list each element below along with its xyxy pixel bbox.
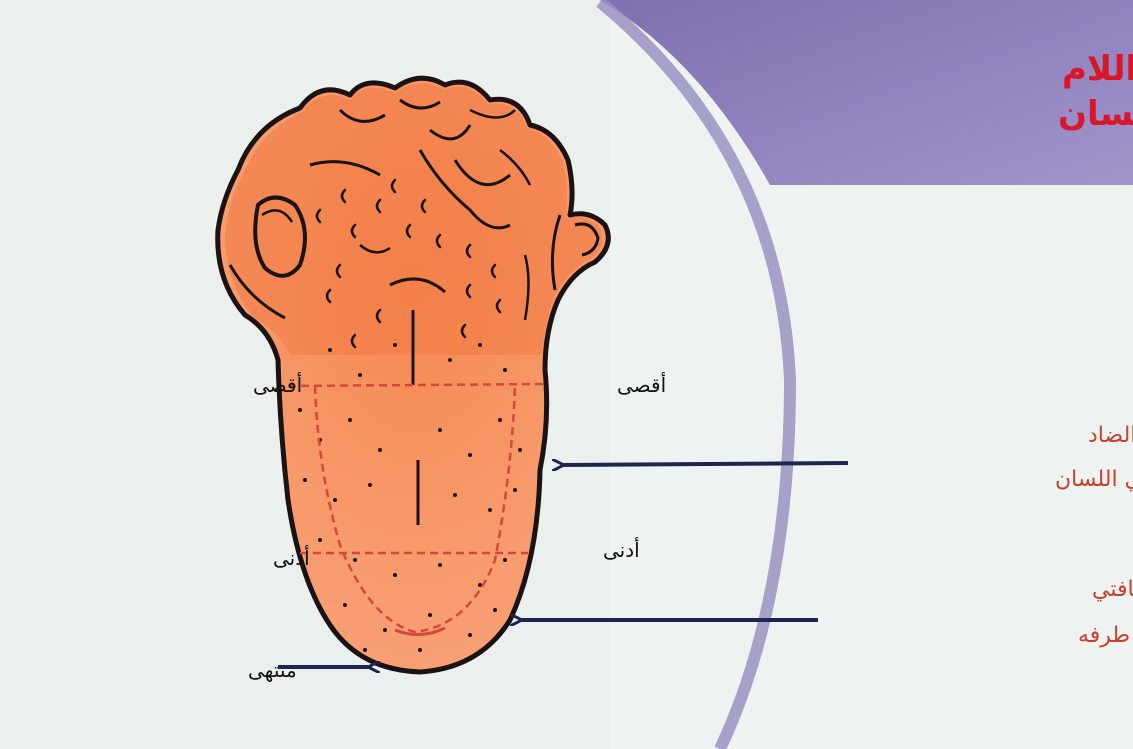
label-aqsa-right: أقصى [617, 372, 666, 397]
annotation-lam-line-1: حيز اللام: من أدنى حافتي [1092, 574, 1133, 602]
title-line-1: حيزا الضاد واللام [1062, 49, 1133, 89]
label-adna-left: أدنى [273, 545, 310, 570]
annotation-lam-line-2: اللسان إلى منتهى طرفه [1078, 623, 1133, 648]
annotation-dad-line-1: الحيز الذي تشغله الضاد [1088, 423, 1133, 448]
title-line-2: من حافة اللسان [1058, 94, 1133, 134]
annotation-dad-line-2: من حافتي اللسان [1055, 467, 1133, 492]
label-adna-right: أدنى [603, 537, 640, 562]
label-muntaha: منتهى [248, 658, 297, 682]
arrow-dad [562, 463, 848, 465]
label-aqsa-left: أقصى [253, 372, 302, 397]
